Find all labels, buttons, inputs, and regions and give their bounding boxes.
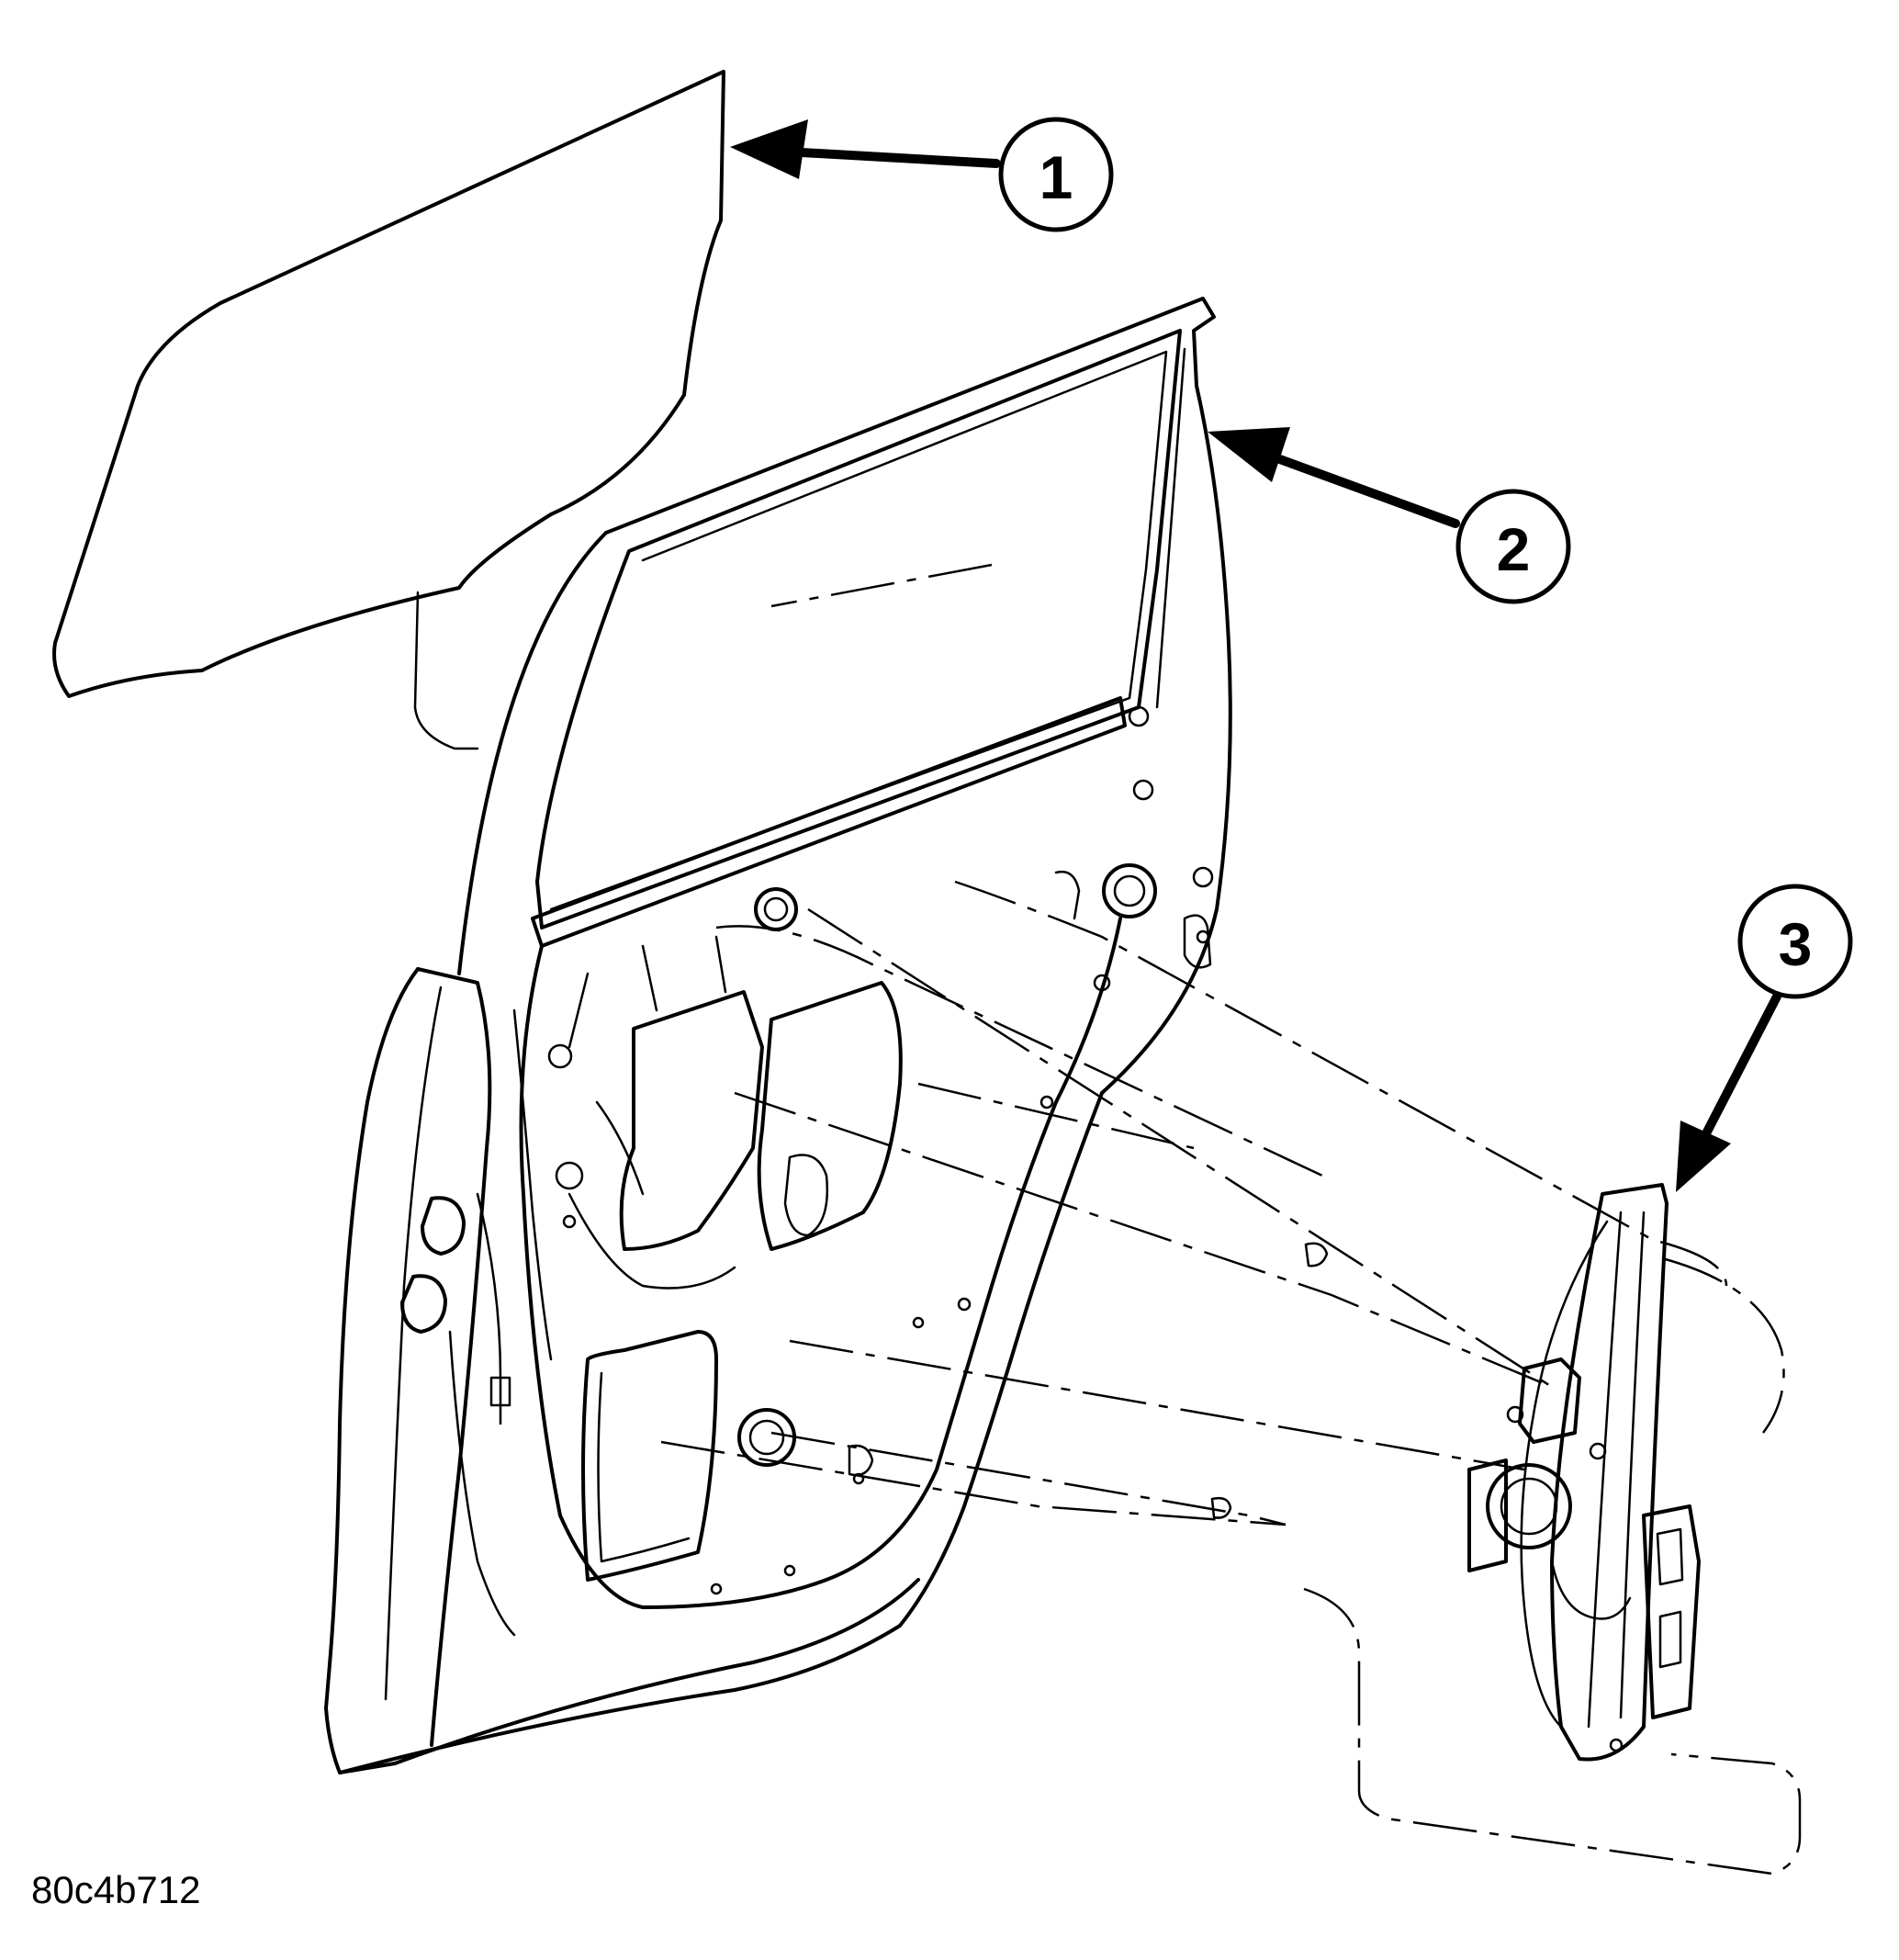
callout-2: 2 bbox=[1455, 489, 1571, 604]
door-glass bbox=[52, 70, 725, 750]
callout-arrow-2 bbox=[1208, 427, 1460, 528]
callout-number-2: 2 bbox=[1497, 515, 1531, 583]
callout-number-1: 1 bbox=[1039, 143, 1073, 211]
figure-code: 80c4b712 bbox=[31, 1868, 201, 1911]
door-panel bbox=[324, 297, 1232, 1774]
callout-arrow-3 bbox=[1676, 992, 1781, 1192]
callout-3: 3 bbox=[1737, 884, 1853, 999]
callout-arrow-1 bbox=[730, 119, 1001, 179]
callout-number-3: 3 bbox=[1779, 910, 1813, 978]
callout-1: 1 bbox=[998, 117, 1114, 232]
window-regulator bbox=[1467, 1183, 1701, 1762]
alignment-lines bbox=[660, 563, 1802, 1876]
